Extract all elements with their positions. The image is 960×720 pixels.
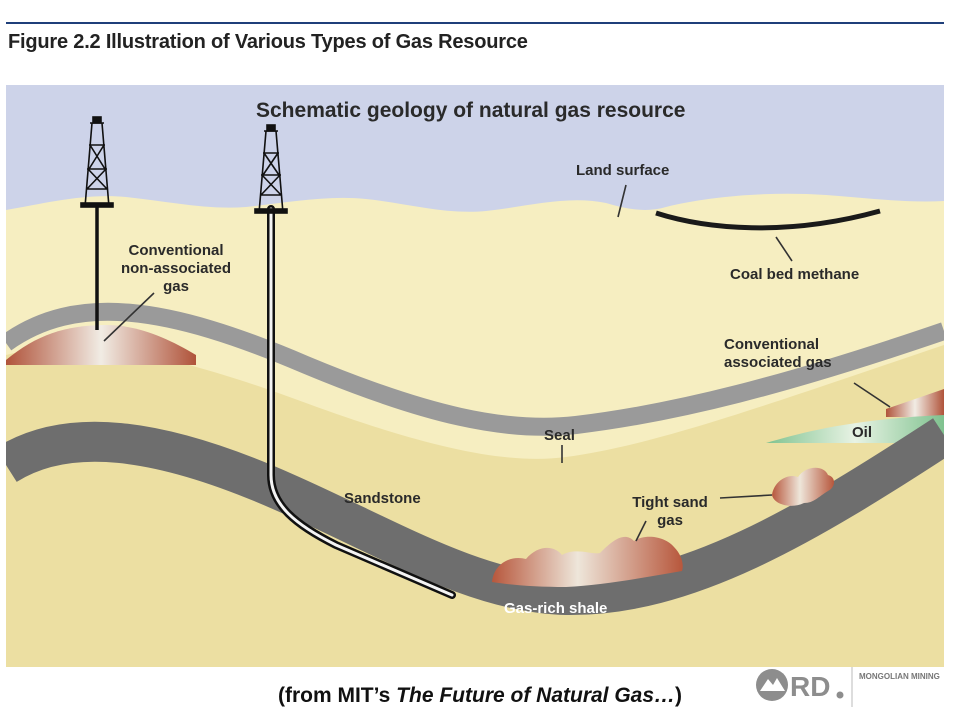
coal-bed-methane-seam — [655, 208, 881, 231]
tight-sand-gas-label-line1: Tight sand — [632, 494, 708, 511]
non-associated-gas-label-line1: Conventional — [128, 242, 223, 259]
caption-prefix: (from MIT’s — [277, 684, 397, 707]
seal-layer — [6, 302, 944, 436]
logo-dot-icon — [836, 691, 844, 699]
diagram-heading: Schematic geology of natural gas resourc… — [256, 99, 685, 122]
oil-reservoir — [766, 415, 944, 443]
non-associated-gas-label-line3: gas — [163, 278, 189, 295]
tight-sand-gas-label-line2: gas — [657, 512, 683, 529]
gas-rich-shale-layer — [6, 418, 944, 616]
figure-title: Figure 2.2 Illustration of Various Types… — [8, 31, 528, 53]
leader-lines — [103, 184, 891, 542]
associated-gas-label-line2: associated gas — [724, 354, 832, 371]
oil-label: Oil — [852, 424, 872, 441]
geology-diagram: Schematic geology of natural gas resourc… — [6, 85, 944, 667]
logo-peak-icon — [760, 678, 785, 691]
source-caption: (from MIT’s The Future of Natural Gas…) — [0, 684, 960, 708]
caption-suffix: ) — [675, 684, 683, 707]
tight-sand-gas-pocket — [772, 467, 834, 506]
coal-bed-methane-label: Coal bed methane — [730, 266, 859, 283]
logo-text: MONGOLIAN MINING — [859, 672, 940, 681]
gas-rich-shale-label: Gas-rich shale — [504, 600, 607, 617]
land-surface-label: Land surface — [576, 162, 669, 179]
title-rule — [6, 22, 944, 24]
associated-gas-reservoir — [886, 389, 944, 417]
sandstone-label: Sandstone — [344, 490, 421, 507]
non-associated-gas-label-line2: non-associated — [121, 260, 231, 277]
associated-gas-label-line1: Conventional — [724, 336, 819, 353]
horizontal-wellbore-core — [269, 207, 454, 597]
non-associated-gas-reservoir — [6, 325, 196, 365]
logo-mark: RD — [790, 671, 830, 702]
seal-label: Seal — [544, 427, 575, 444]
caption-italic-title: The Future of Natural Gas… — [396, 684, 676, 707]
company-logo: RD MONGOLIAN MINING — [754, 663, 954, 711]
tight-sand-gas-deposit — [492, 536, 683, 587]
drilling-rig-left-icon — [80, 116, 114, 208]
drilling-rig-right-icon — [254, 124, 288, 214]
